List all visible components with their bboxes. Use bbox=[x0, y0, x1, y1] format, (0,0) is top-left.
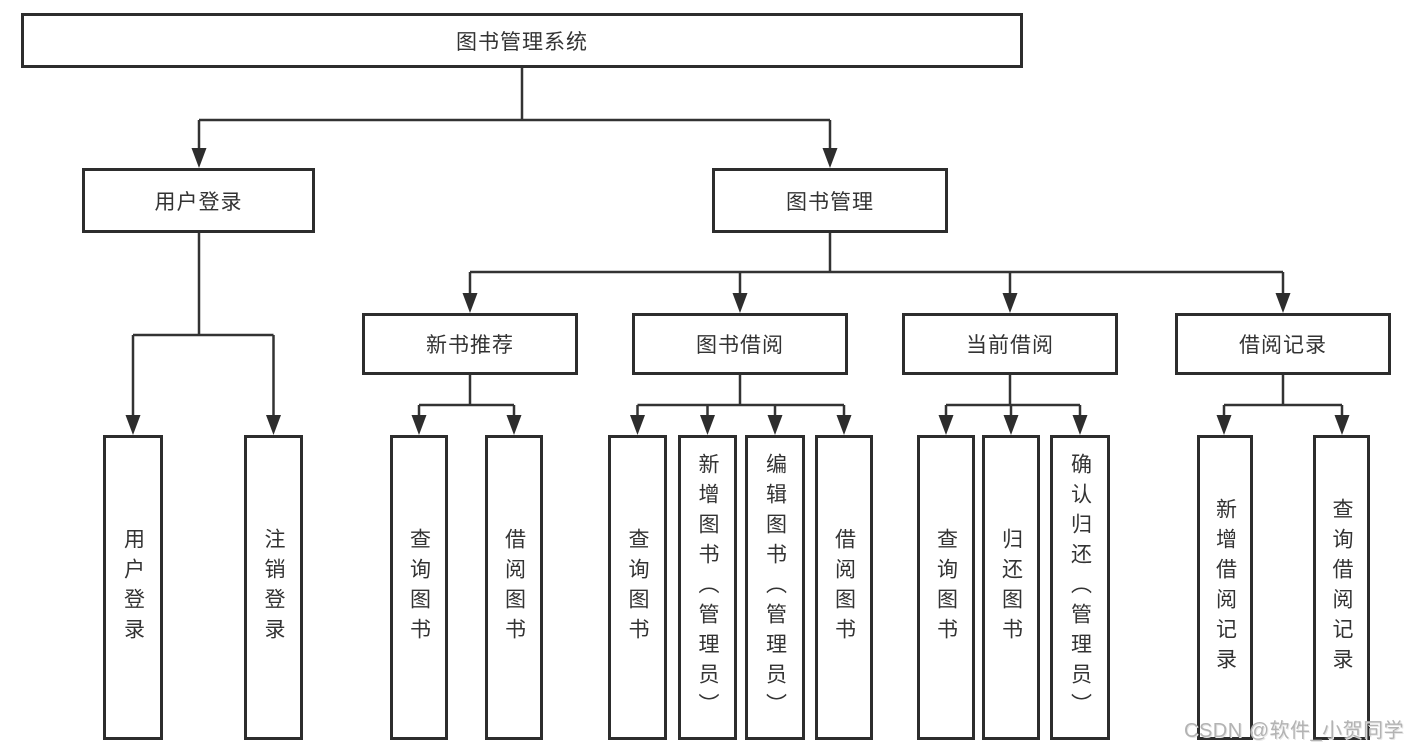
leaf-current-query-book-label: 查询图书 bbox=[934, 527, 958, 648]
leaf-borrowing-add-book-admin-label: 新增图书（管理员） bbox=[696, 452, 719, 723]
node-root: 图书管理系统 bbox=[21, 13, 1023, 68]
leaf-recommend-borrow-book-label: 借阅图书 bbox=[502, 527, 526, 648]
node-borrowing-records-label: 借阅记录 bbox=[1239, 334, 1327, 357]
leaf-recommend-query-book: 查询图书 bbox=[390, 435, 448, 740]
leaf-records-query-record: 查询借阅记录 bbox=[1313, 435, 1370, 740]
leaf-borrowing-query-book: 查询图书 bbox=[608, 435, 667, 740]
watermark-text: CSDN @软件_小贺同学 bbox=[1184, 720, 1405, 742]
node-current-borrowing: 当前借阅 bbox=[902, 313, 1118, 375]
node-user-login-label: 用户登录 bbox=[154, 190, 243, 214]
leaf-current-return-book-label: 归还图书 bbox=[999, 527, 1023, 648]
leaf-borrowing-query-book-label: 查询图书 bbox=[626, 527, 649, 648]
node-book-management-label: 图书管理 bbox=[786, 190, 874, 214]
leaf-records-query-record-label: 查询借阅记录 bbox=[1330, 497, 1353, 678]
leaf-logout-label: 注销登录 bbox=[262, 527, 285, 648]
leaf-current-query-book: 查询图书 bbox=[917, 435, 975, 740]
leaf-records-add-record: 新增借阅记录 bbox=[1197, 435, 1253, 740]
node-user-login: 用户登录 bbox=[82, 168, 315, 233]
leaf-logout: 注销登录 bbox=[244, 435, 303, 740]
arrowheads bbox=[125, 148, 1350, 435]
node-new-book-recommendation-label: 新书推荐 bbox=[426, 334, 514, 357]
leaf-current-return-book: 归还图书 bbox=[982, 435, 1040, 740]
leaf-records-add-record-label: 新增借阅记录 bbox=[1213, 497, 1237, 678]
leaf-borrowing-borrow-book-label: 借阅图书 bbox=[832, 527, 856, 648]
node-root-label: 图书管理系统 bbox=[456, 30, 588, 54]
leaf-current-confirm-return-admin-label: 确认归还（管理员） bbox=[1068, 452, 1092, 723]
leaf-borrowing-edit-book-admin-label: 编辑图书（管理员） bbox=[763, 452, 787, 723]
leaf-user-login-label: 用户登录 bbox=[121, 527, 145, 648]
node-book-borrowing: 图书借阅 bbox=[632, 313, 848, 375]
leaf-borrowing-borrow-book: 借阅图书 bbox=[815, 435, 873, 740]
node-book-borrowing-label: 图书借阅 bbox=[696, 334, 784, 357]
leaf-borrowing-edit-book-admin: 编辑图书（管理员） bbox=[745, 435, 805, 740]
leaf-recommend-query-book-label: 查询图书 bbox=[407, 527, 431, 648]
node-book-management: 图书管理 bbox=[712, 168, 948, 233]
leaf-borrowing-add-book-admin: 新增图书（管理员） bbox=[678, 435, 737, 740]
node-new-book-recommendation: 新书推荐 bbox=[362, 313, 578, 375]
leaf-user-login: 用户登录 bbox=[103, 435, 163, 740]
leaf-recommend-borrow-book: 借阅图书 bbox=[485, 435, 543, 740]
leaf-current-confirm-return-admin: 确认归还（管理员） bbox=[1050, 435, 1110, 740]
node-current-borrowing-label: 当前借阅 bbox=[966, 334, 1054, 357]
node-borrowing-records: 借阅记录 bbox=[1175, 313, 1391, 375]
